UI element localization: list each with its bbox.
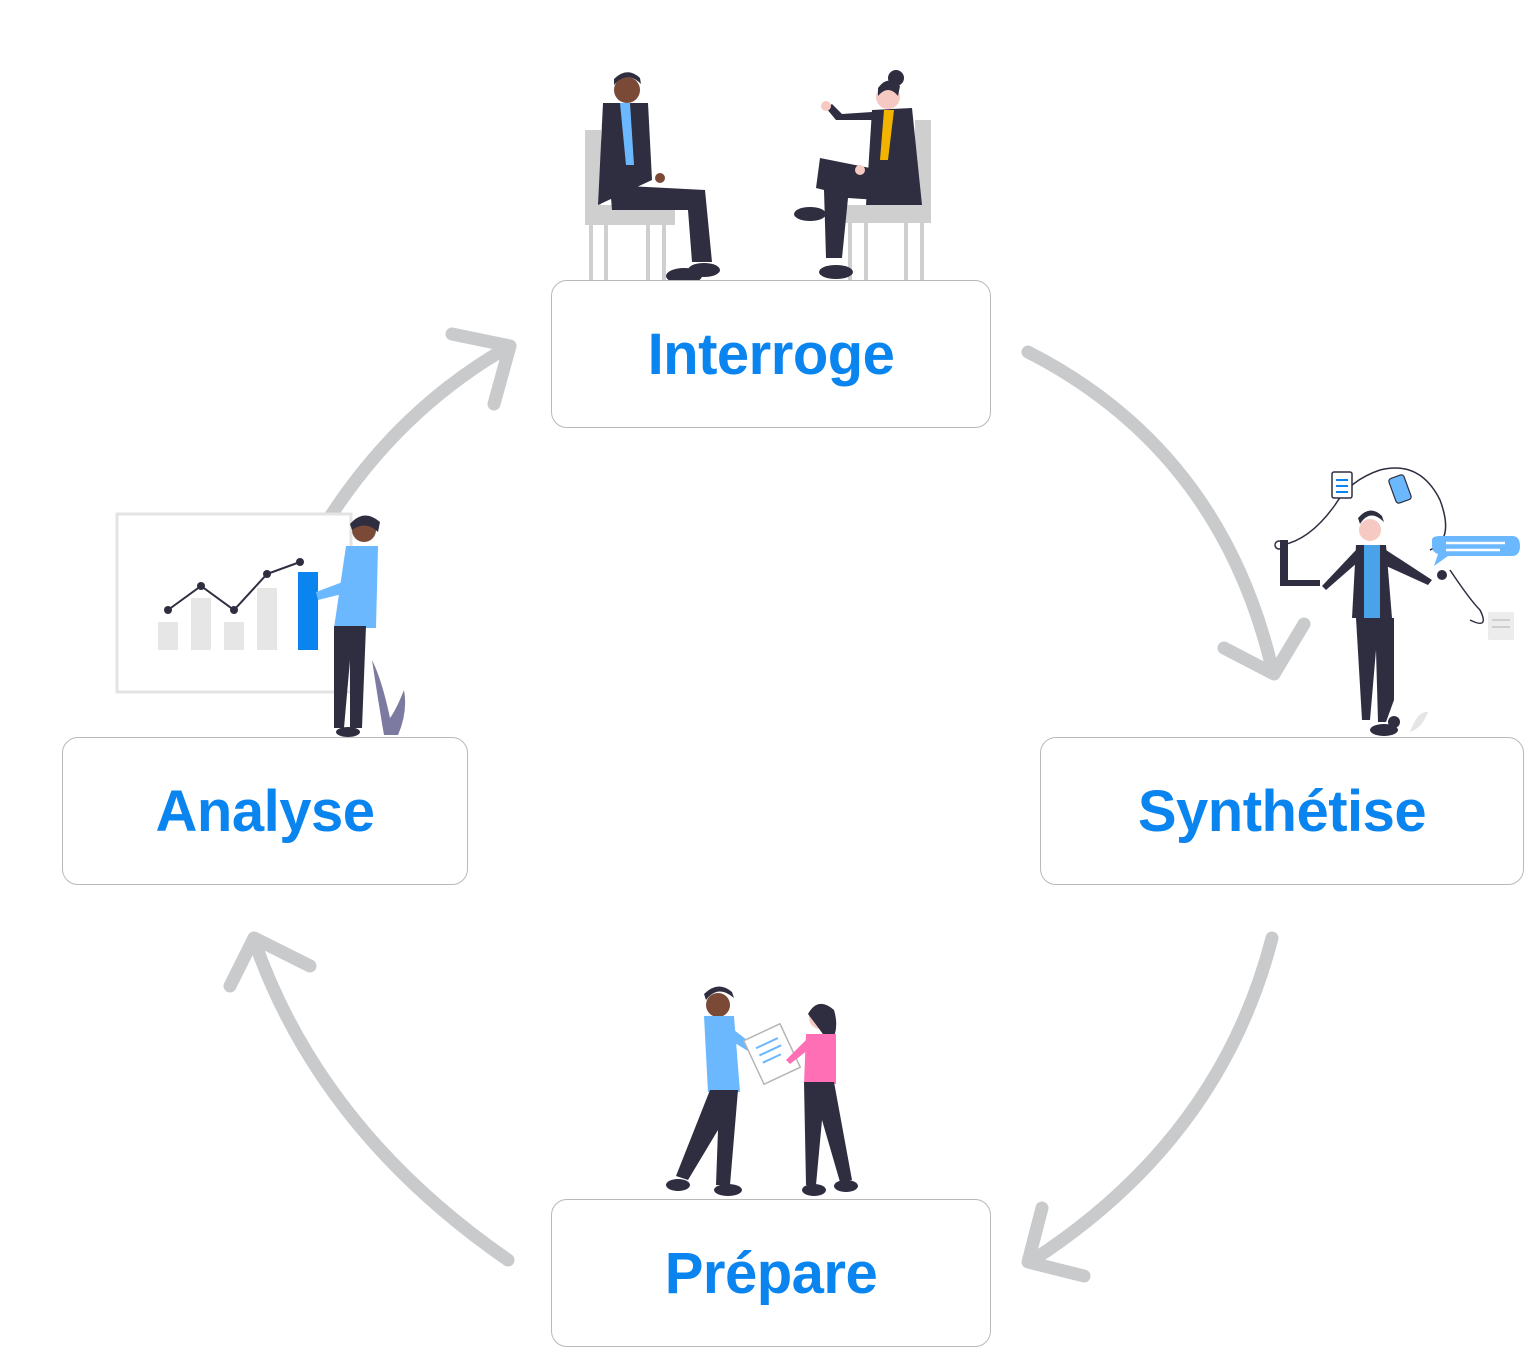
step-analyse: Analyse: [62, 737, 468, 885]
arrow-prepare-to-analyse: [223, 931, 515, 1267]
arrow-interroge-to-synthetise: [1021, 345, 1311, 681]
preparation-illustration-icon: [666, 986, 858, 1196]
step-label-interroge: Interroge: [647, 321, 895, 387]
step-label-prepare: Prépare: [664, 1240, 878, 1306]
arrow-synthetise-to-prepare: [1021, 931, 1279, 1283]
arrow-analyse-to-interroge: [321, 327, 517, 527]
step-synthetise: Synthétise: [1040, 737, 1524, 885]
step-label-analyse: Analyse: [155, 778, 375, 844]
step-prepare: Prépare: [551, 1199, 991, 1347]
analysis-illustration-icon: [115, 512, 406, 737]
interview-illustration-icon: [585, 70, 931, 284]
step-interroge: Interroge: [551, 280, 991, 428]
synthesis-illustration-icon: [1274, 467, 1520, 736]
step-label-synthetise: Synthétise: [1137, 778, 1427, 844]
